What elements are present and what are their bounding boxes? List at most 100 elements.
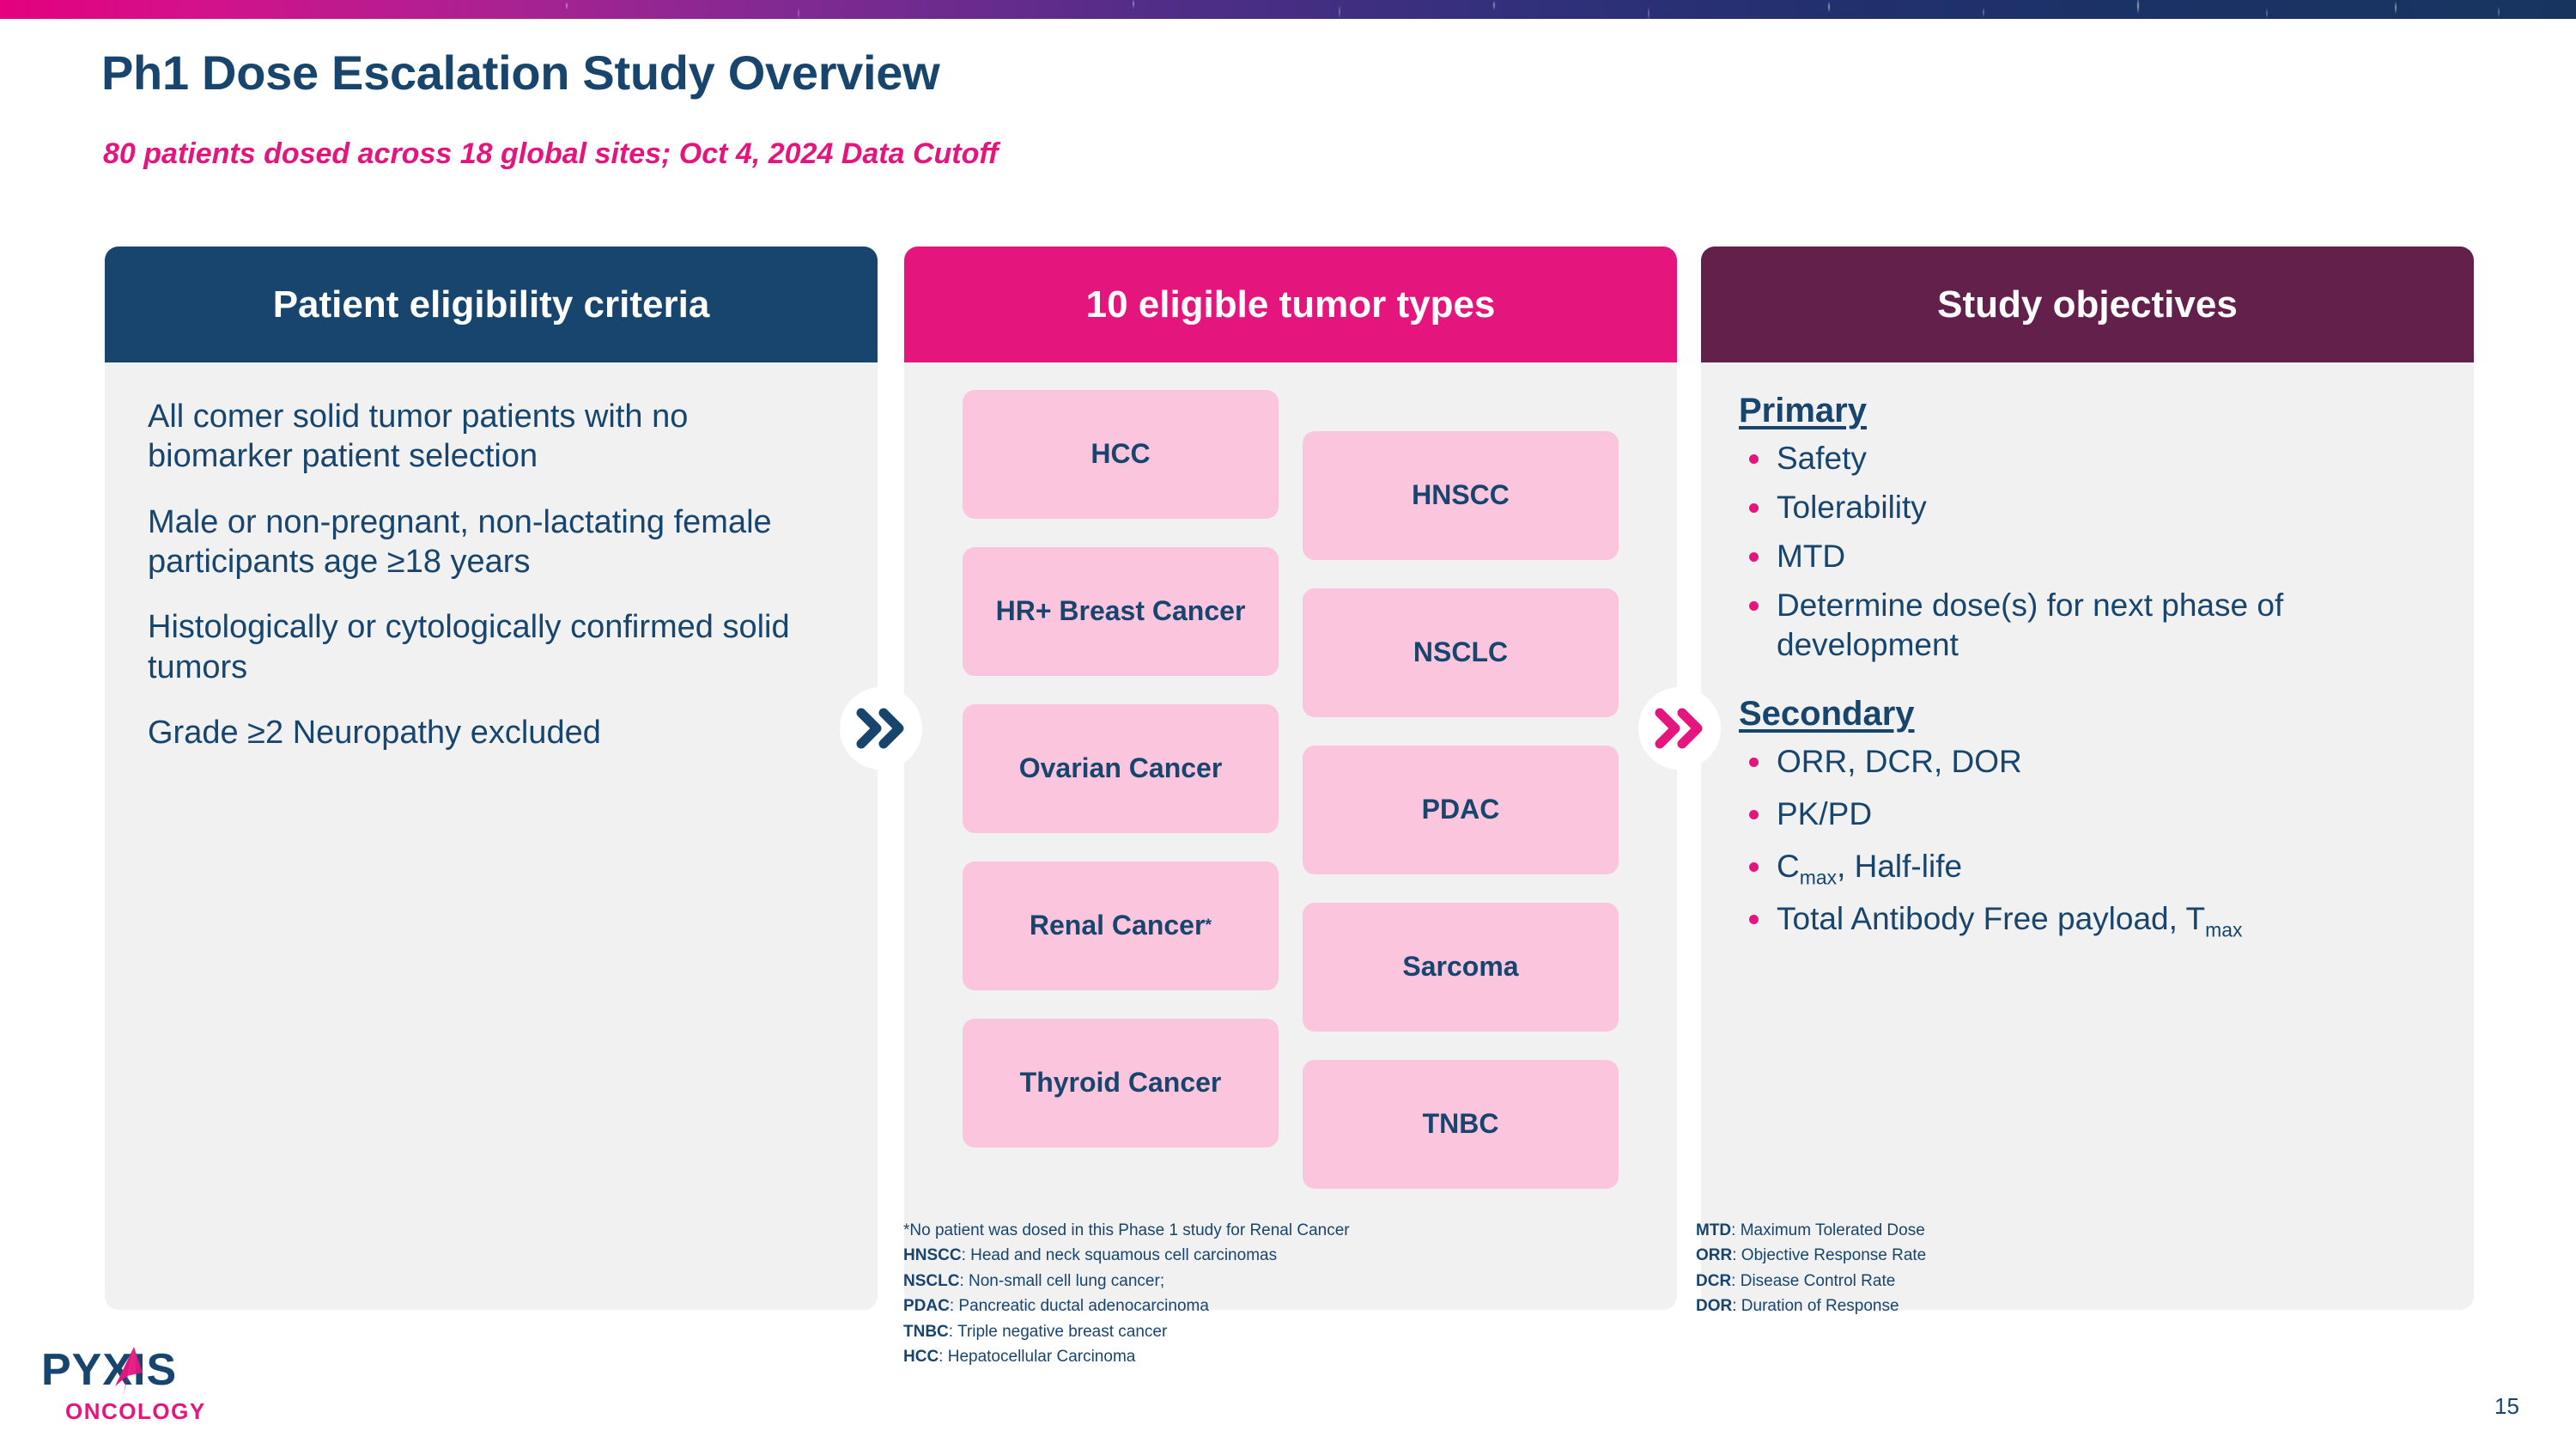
page-subtitle: 80 patients dosed across 18 global sites… <box>103 137 999 170</box>
footnote-text: : Maximum Tolerated Dose <box>1731 1221 1925 1239</box>
tumor-type-box[interactable]: TNBC <box>1303 1060 1619 1189</box>
footnote-text: : Head and neck squamous cell carcinomas <box>961 1246 1278 1265</box>
footnote-text: *No patient was dosed in this Phase 1 st… <box>903 1221 1350 1239</box>
footnote-term: NSCLC <box>903 1271 960 1290</box>
objective-item: Determine dose(s) for next phase of deve… <box>1739 586 2436 665</box>
double-chevron-pink-icon <box>1638 687 1721 770</box>
footnote-text: : Hepatocellular Carcinoma <box>939 1348 1136 1367</box>
chevron-svg <box>856 708 904 749</box>
eligibility-item: Grade ≥2 Neuropathy excluded <box>148 715 601 752</box>
tumor-type-box[interactable]: PDAC <box>1303 746 1619 874</box>
objective-text: Total Antibody Free payload, T <box>1777 900 2206 936</box>
footnote-term: PDAC <box>903 1297 950 1316</box>
objective-text: C <box>1777 849 1800 885</box>
footnote-term: HCC <box>903 1348 939 1367</box>
tumor-type-box[interactable]: Ovarian Cancer <box>963 704 1279 833</box>
card-body-objectives: Primary Safety Tolerability MTD Determin… <box>1701 362 2474 1310</box>
footnote-row: *No patient was dosed in this Phase 1 st… <box>903 1218 1350 1243</box>
tumor-type-box[interactable]: HNSCC <box>1303 431 1619 560</box>
footnote-row: NSCLC: Non-small cell lung cancer; <box>903 1269 1350 1294</box>
objectives-secondary-heading: Secondary <box>1739 695 1915 734</box>
objective-item: Safety <box>1739 439 2436 478</box>
double-chevron-navy-icon <box>840 687 922 770</box>
page-title: Ph1 Dose Escalation Study Overview <box>101 46 940 100</box>
footnote-row: ORR: Objective Response Rate <box>1696 1243 1926 1268</box>
footnote-term: TNBC <box>903 1322 949 1341</box>
card-study-objectives: Study objectives Primary Safety Tolerabi… <box>1701 247 2474 1310</box>
tumor-label: Sarcoma <box>1402 951 1519 983</box>
footnote-term: MTD <box>1696 1221 1732 1239</box>
logo-needle-icon <box>115 1347 134 1395</box>
logo-needle-icon-2 <box>124 1347 143 1395</box>
footnote-row: TNBC: Triple negative breast cancer <box>903 1319 1350 1344</box>
tumor-type-box[interactable]: HR+ Breast Cancer <box>963 547 1279 676</box>
tumor-label: PDAC <box>1421 794 1500 825</box>
objective-text-suffix: , Half-life <box>1837 849 1963 885</box>
card-patient-eligibility: Patient eligibility criteria All comer s… <box>105 247 878 1310</box>
card-body-eligibility: All comer solid tumor patients with no b… <box>105 362 878 1310</box>
tumor-type-box[interactable]: HCC <box>963 390 1279 519</box>
objective-item: MTD <box>1739 537 2436 576</box>
tumor-label: HR+ Breast Cancer <box>995 595 1246 627</box>
tumor-footnote-marker: * <box>1205 916 1212 935</box>
tumor-type-box[interactable]: Renal Cancer* <box>963 861 1279 990</box>
tumor-label: Ovarian Cancer <box>1018 752 1223 784</box>
tumor-label: NSCLC <box>1413 636 1509 668</box>
footnote-term: DOR <box>1696 1297 1733 1316</box>
footnote-text: : Pancreatic ductal adenocarcinoma <box>949 1297 1209 1316</box>
card-header-eligibility: Patient eligibility criteria <box>105 247 878 362</box>
footnote-term: HNSCC <box>903 1246 962 1265</box>
footnote-row: HCC: Hepatocellular Carcinoma <box>903 1344 1350 1369</box>
objectives-secondary-list: ORR, DCR, DOR PK/PD Cmax, Half-life Tota… <box>1739 742 2436 941</box>
footnote-row: DOR: Duration of Response <box>1696 1294 1926 1318</box>
footnote-text: : Duration of Response <box>1732 1297 1899 1316</box>
eligibility-item: Male or non-pregnant, non-lactating fema… <box>148 503 772 581</box>
footnote-text: : Triple negative breast cancer <box>948 1322 1168 1341</box>
footnote-text: : Disease Control Rate <box>1731 1271 1896 1290</box>
tumor-type-grid: HCC HR+ Breast Cancer Ovarian Cancer Ren… <box>963 390 1619 1217</box>
tumor-column-right: HNSCC NSCLC PDAC Sarcoma TNBC <box>1303 390 1619 1217</box>
eligibility-item: Histologically or cytologically confirme… <box>148 609 790 685</box>
objective-subscript: max <box>2205 918 2243 941</box>
tumor-type-box[interactable]: NSCLC <box>1303 588 1619 717</box>
tumor-label: Renal Cancer <box>1029 910 1206 941</box>
objective-item: PK/PD <box>1739 795 2436 837</box>
objective-text: ORR, DCR, DOR <box>1777 744 2022 780</box>
objectives-primary-list: Safety Tolerability MTD Determine dose(s… <box>1739 439 2436 664</box>
footnote-term: DCR <box>1696 1271 1732 1290</box>
chevron-svg <box>1655 708 1703 749</box>
logo-submark: ONCOLOGY <box>65 1398 206 1424</box>
footnotes-tumors: *No patient was dosed in this Phase 1 st… <box>903 1218 1350 1370</box>
footnote-term: ORR <box>1696 1246 1733 1265</box>
card-header-tumors: 10 eligible tumor types <box>904 247 1677 362</box>
logo-wordmark: PYXIS <box>41 1345 177 1395</box>
tumor-label: Thyroid Cancer <box>1019 1067 1222 1099</box>
footnote-row: PDAC: Pancreatic ductal adenocarcinoma <box>903 1294 1350 1318</box>
card-eligible-tumor-types: 10 eligible tumor types HCC HR+ Breast C… <box>904 247 1677 1310</box>
objective-item: Cmax, Half-life <box>1739 847 2436 890</box>
footnote-row: DCR: Disease Control Rate <box>1696 1269 1926 1294</box>
footnote-text: : Non-small cell lung cancer; <box>959 1271 1165 1290</box>
page-number: 15 <box>2494 1393 2519 1419</box>
objective-text: PK/PD <box>1777 796 1873 832</box>
objective-item: Tolerability <box>1739 488 2436 527</box>
footnote-text: : Objective Response Rate <box>1732 1246 1927 1265</box>
tumor-type-box[interactable]: Thyroid Cancer <box>963 1019 1279 1148</box>
objectives-primary-heading: Primary <box>1739 392 1867 429</box>
footnote-row: MTD: Maximum Tolerated Dose <box>1696 1218 1926 1243</box>
logo-svg: PYXIS ONCOLOGY <box>41 1345 206 1424</box>
footnote-row: HNSCC: Head and neck squamous cell carci… <box>903 1243 1350 1268</box>
tumor-type-box[interactable]: Sarcoma <box>1303 903 1619 1032</box>
banner-star-texture <box>0 0 2576 19</box>
tumor-label: TNBC <box>1422 1108 1499 1140</box>
eligibility-item: All comer solid tumor patients with no b… <box>148 399 689 475</box>
tumor-label: HCC <box>1091 438 1151 470</box>
objective-item: Total Antibody Free payload, Tmax <box>1739 899 2436 942</box>
top-gradient-banner <box>0 0 2576 19</box>
pyxis-oncology-logo: PYXIS ONCOLOGY <box>41 1342 239 1424</box>
objective-subscript: max <box>1799 866 1838 889</box>
tumor-label: HNSCC <box>1412 479 1510 511</box>
card-body-tumors: HCC HR+ Breast Cancer Ovarian Cancer Ren… <box>904 362 1677 1310</box>
card-header-objectives: Study objectives <box>1701 247 2474 362</box>
